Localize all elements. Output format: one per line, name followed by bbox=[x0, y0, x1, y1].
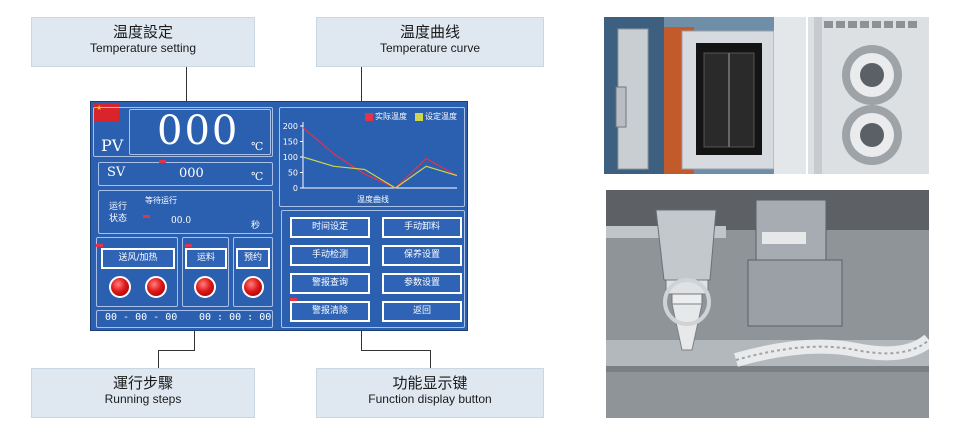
legend-setpoint: 设定温度 bbox=[425, 112, 457, 121]
callout-title-cn: 功能显示键 bbox=[392, 374, 468, 392]
input-marker bbox=[96, 244, 103, 247]
maintenance-setting-button[interactable]: 保养设置 bbox=[382, 245, 462, 266]
control-panel-image bbox=[808, 17, 929, 174]
status-display bbox=[98, 190, 273, 234]
leader-function-keys bbox=[430, 350, 431, 368]
fan-indicator-lamp bbox=[109, 276, 131, 298]
callout-temperature-curve: 温度曲线 Temperature curve bbox=[316, 17, 544, 67]
return-button[interactable]: 返回 bbox=[382, 301, 462, 322]
sv-unit: ℃ bbox=[251, 170, 264, 183]
clock-time: 00 : 00 : 00 bbox=[199, 312, 272, 323]
function-key-panel bbox=[281, 210, 465, 328]
callout-title-cn: 運行步驟 bbox=[112, 374, 173, 392]
time-setting-button[interactable]: 时间设定 bbox=[290, 217, 370, 238]
status-label-line1: 运行 bbox=[109, 202, 128, 212]
temperature-chart: 0 50 100 150 200 bbox=[283, 122, 458, 193]
manual-test-button[interactable]: 手动检测 bbox=[290, 245, 370, 266]
callout-title-cn: 温度設定 bbox=[112, 23, 173, 41]
temperature-chart-frame bbox=[279, 107, 465, 207]
input-marker bbox=[143, 215, 150, 218]
pv-unit: ℃ bbox=[251, 140, 264, 153]
hmi-screen: ★ PV 000 ℃ SV 000 ℃ 运行 状态 等待运行 00.0 秒 送风… bbox=[90, 101, 468, 331]
control-panel-photo bbox=[808, 17, 929, 174]
legend-swatch-setpoint bbox=[415, 113, 423, 121]
step-panel-schedule bbox=[233, 237, 273, 307]
discharge-hopper-image bbox=[606, 190, 929, 418]
input-marker bbox=[290, 298, 297, 301]
callout-title-en: Running steps bbox=[104, 392, 182, 406]
manual-discharge-button[interactable]: 手动卸料 bbox=[382, 217, 462, 238]
leader-function-keys bbox=[361, 350, 431, 351]
step-panel-fan-heat bbox=[96, 237, 178, 307]
sv-value[interactable]: 000 bbox=[179, 166, 204, 181]
callout-title-en: Function display button bbox=[368, 392, 492, 406]
flag-icon: ★ bbox=[93, 104, 119, 121]
pv-value: 000 bbox=[157, 108, 240, 154]
feed-indicator-lamp bbox=[194, 276, 216, 298]
leader-running-steps bbox=[158, 350, 159, 368]
callout-function-keys: 功能显示键 Function display button bbox=[316, 368, 544, 418]
feed-button[interactable]: 运料 bbox=[185, 248, 227, 269]
legend-actual: 实际温度 bbox=[375, 112, 407, 121]
input-marker bbox=[159, 160, 166, 163]
pv-display bbox=[93, 107, 273, 157]
timer-unit: 秒 bbox=[251, 221, 261, 231]
series-line-actual bbox=[302, 127, 458, 189]
callout-temperature-setting: 温度設定 Temperature setting bbox=[31, 17, 255, 67]
parameter-setting-button[interactable]: 参数设置 bbox=[382, 273, 462, 294]
chart-y-tick-label: 0 bbox=[293, 184, 298, 193]
sv-display bbox=[98, 162, 273, 186]
discharge-hopper-photo bbox=[606, 190, 929, 418]
chart-y-tick-label: 50 bbox=[288, 169, 298, 178]
alarm-clear-button[interactable]: 警报清除 bbox=[290, 301, 370, 322]
chart-y-tick-label: 200 bbox=[283, 122, 298, 131]
chart-y-tick-label: 100 bbox=[283, 153, 298, 162]
pv-value-box bbox=[129, 109, 271, 155]
step-panel-feed bbox=[182, 237, 229, 307]
input-marker bbox=[185, 244, 192, 247]
clock-date: 00 - 00 - 00 bbox=[105, 312, 178, 323]
oven-chamber-image bbox=[604, 17, 806, 174]
fan-heat-button[interactable]: 送风/加热 bbox=[101, 248, 175, 269]
callout-title-cn: 温度曲线 bbox=[399, 23, 460, 41]
leader-running-steps bbox=[158, 350, 195, 351]
callout-title-en: Temperature curve bbox=[379, 41, 481, 55]
status-text: 等待运行 bbox=[145, 196, 177, 205]
pv-label: PV bbox=[101, 136, 124, 155]
status-label-line2: 状态 bbox=[109, 214, 128, 224]
callout-title-en: Temperature setting bbox=[89, 41, 197, 55]
heat-indicator-lamp bbox=[145, 276, 167, 298]
timer-value: 00.0 bbox=[171, 216, 192, 226]
chart-y-tick-label: 150 bbox=[283, 138, 298, 147]
clock-bar bbox=[96, 310, 273, 328]
schedule-indicator-lamp bbox=[242, 276, 264, 298]
series-line-setpoint bbox=[302, 156, 458, 189]
alarm-query-button[interactable]: 警报查询 bbox=[290, 273, 370, 294]
sv-label: SV bbox=[107, 165, 126, 180]
schedule-button[interactable]: 预约 bbox=[236, 248, 270, 269]
callout-running-steps: 運行步驟 Running steps bbox=[31, 368, 255, 418]
legend-swatch-actual bbox=[365, 113, 373, 121]
oven-chamber-photo bbox=[604, 17, 806, 174]
chart-title: 温度曲线 bbox=[357, 195, 389, 204]
